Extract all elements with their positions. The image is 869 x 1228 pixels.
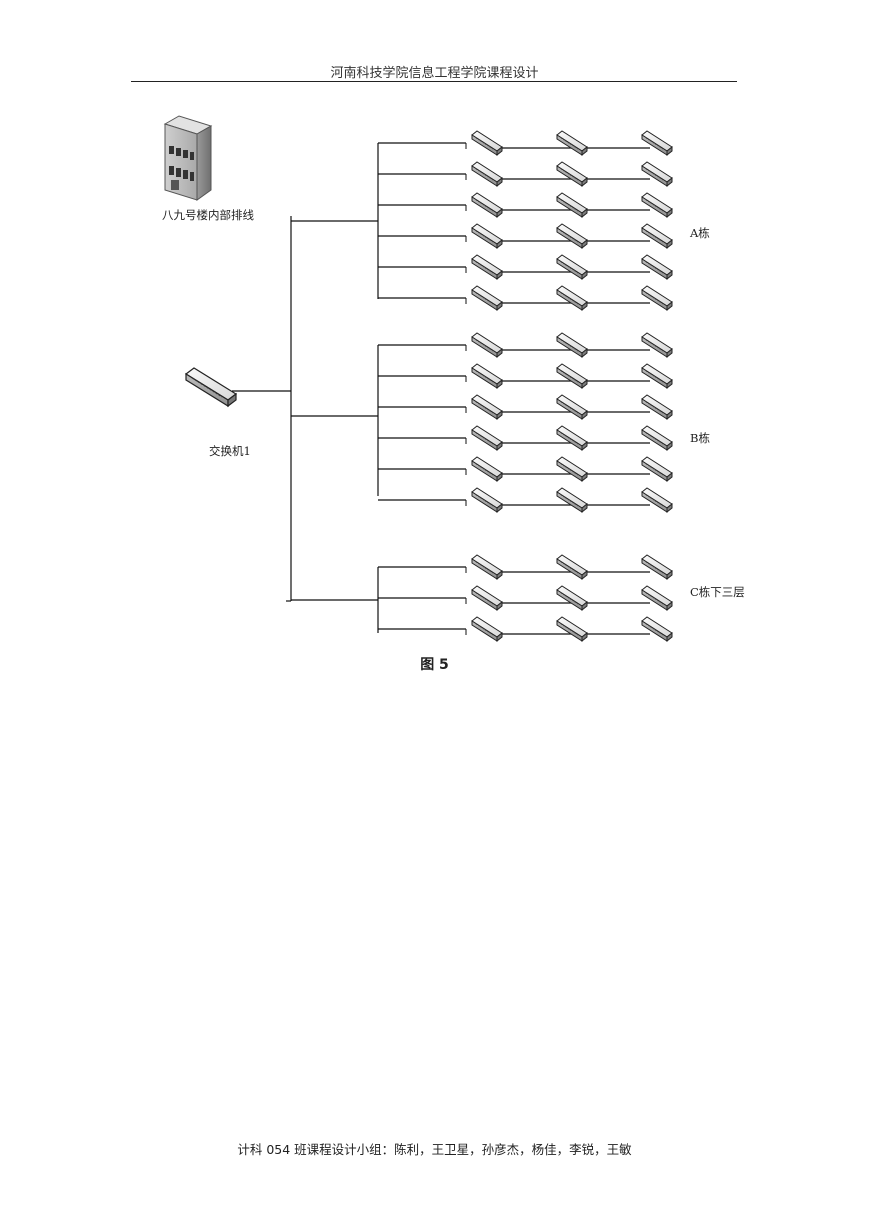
floor-switch-icon [556,425,588,451]
floor-switch-icon [556,161,588,187]
floor-switch-icon [471,161,503,187]
floor-switch-icon [641,223,673,249]
group-b-label: B栋 [690,431,710,445]
floor-switch-icon [471,456,503,482]
floor-switch-icon [471,616,503,642]
floor-switch-icon [556,554,588,580]
floor-switch-icon [471,285,503,311]
network-topology-diagram [163,115,673,642]
floor-switch-icon [471,254,503,280]
building-label: 八九号楼内部排线 [162,208,254,222]
floor-switch-icon [641,425,673,451]
floor-switch-icon [556,130,588,156]
floor-switch-icon [556,456,588,482]
group-c-label: C栋下三层 [690,585,745,599]
page-header-title: 河南科技学院信息工程学院课程设计 [330,66,539,81]
floor-switch-icon [641,456,673,482]
floor-switch-icon [471,487,503,513]
floor-switch-icon [471,130,503,156]
floor-switch-icon [641,394,673,420]
floor-switch-icon [471,363,503,389]
floor-switch-icon [471,554,503,580]
floor-switch-icon [471,192,503,218]
floor-switch-icon [471,223,503,249]
floor-switch-icon [641,585,673,611]
floor-switch-icon [641,363,673,389]
floor-switch-icon [641,192,673,218]
floor-switch-icon [556,285,588,311]
figure-caption: 图 5 [420,657,449,673]
floor-switch-icon [556,487,588,513]
floor-switch-icon [471,394,503,420]
floor-switch-icon [556,192,588,218]
floor-switch-icon [641,285,673,311]
header-divider [131,81,737,82]
floor-switch-icon [556,616,588,642]
floor-switch-icon [556,394,588,420]
floor-switch-icon [641,487,673,513]
main-switch-icon [185,367,237,407]
floor-switch-icon [556,363,588,389]
floor-switch-icon [556,254,588,280]
floor-switch-icon [641,161,673,187]
floor-switch-icon [556,585,588,611]
building-icon [163,115,213,201]
switch-rows [378,130,673,642]
group-a-label: A栋 [690,226,710,240]
floor-switch-icon [641,254,673,280]
floor-switch-icon [471,585,503,611]
floor-switch-icon [641,554,673,580]
floor-switch-icon [641,616,673,642]
floor-switch-icon [471,332,503,358]
main-switch-label: 交换机1 [209,444,251,458]
page-footer: 计科 054 班课程设计小组：陈利，王卫星，孙彦杰，杨佳，李锐，王敏 [237,1142,632,1157]
floor-switch-icon [556,332,588,358]
floor-switch-icon [471,425,503,451]
floor-switch-icon [641,332,673,358]
floor-switch-icon [556,223,588,249]
floor-switch-icon [641,130,673,156]
